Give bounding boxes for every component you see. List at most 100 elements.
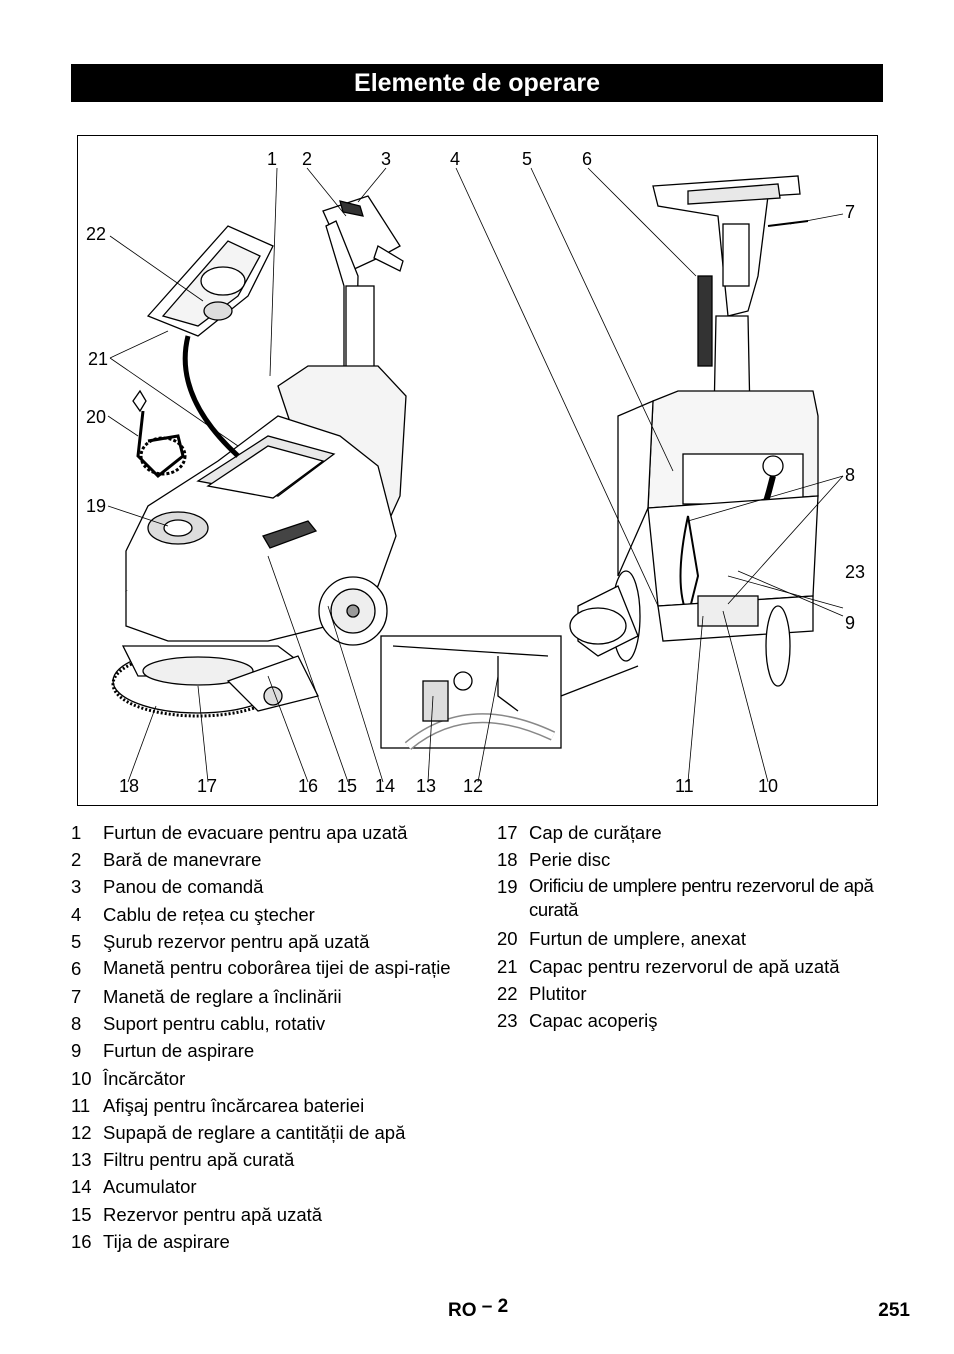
legend-num: 21 [497,955,518,977]
legend-text: Supapă de reglare a cantității de apă [103,1122,406,1144]
machine-illustration: 1 2 3 4 5 6 7 8 9 10 11 12 13 14 15 16 1… [77,135,878,806]
legend-num: 23 [497,1010,518,1032]
legend-item: 20 Furtun de umplere, anexat [497,925,887,952]
legend-item: 8 Suport pentru cablu, rotativ [71,1010,461,1037]
legend-text: Furtun de evacuare pentru apa uzată [103,822,408,843]
legend-text: Afişaj pentru încărcarea bateriei [103,1094,365,1116]
callout-11: 11 [675,776,694,796]
legend-num: 6 [71,958,82,980]
callout-10: 10 [758,776,779,796]
legend-text: Rezervor pentru apă uzată [103,1203,323,1225]
legend-text: Bară de manevrare [103,849,262,871]
footer-language-code: RO – 2 [448,1296,508,1322]
legend-num: 4 [71,903,82,925]
legend-text: Capac pentru rezervorul de apă uzată [529,955,840,977]
footer-code-text: RO [448,1300,477,1321]
legend-num: 12 [71,1122,92,1144]
legend-text: Perie disc [529,849,611,871]
callout-17: 17 [197,776,218,796]
legend-text: Şurub rezervor pentru apă uzată [103,930,370,952]
legend-left-column: 1 Furtun de evacuare pentru apa uzată 2 Ba… [71,819,461,1255]
callout-9: 9 [845,613,856,633]
page-number: 251 [878,1300,910,1321]
callout-7: 7 [845,202,856,222]
callout-18: 18 [119,776,140,796]
legend-item: 11 Afişaj pentru încărcarea bateriei [71,1092,461,1119]
legend-right-column: 17 Cap de curățare 18 Perie disc 19 Orifici… [497,819,887,1034]
legend-text: Acumulator [103,1176,197,1198]
callout-leader-lines [107,167,844,783]
section-title: Elemente de operare [71,64,883,102]
callout-15: 15 [337,776,358,796]
legend-num: 2 [71,849,82,871]
legend-num: 11 [71,1094,91,1116]
inset-detail-drawing [380,635,639,750]
legend-text: Manetă pentru coborârea tijei de aspi-ra… [103,957,451,979]
legend-text: Plutitor [529,982,587,1004]
legend-num: 16 [71,1230,92,1252]
legend-num: 18 [497,849,518,871]
legend-item: 5 Şurub rezervor pentru apă uzată [71,928,461,955]
callout-16: 16 [298,776,319,796]
right-machine-drawing [569,175,819,687]
callout-19: 19 [86,496,107,516]
legend-text: Furtun de umplere, anexat [529,928,746,950]
legend-num: 20 [497,928,518,950]
legend-num: 9 [71,1040,82,1062]
callout-6: 6 [582,149,593,169]
legend-num: 15 [71,1203,92,1225]
legend-item: 16 Tija de aspirare [71,1228,461,1255]
legend-text: Orificiu de umplere pentru rezervorul de… [529,875,874,921]
legend-text: Cablu de rețea cu ştecher [103,903,315,925]
callout-22: 22 [86,224,107,244]
callout-13: 13 [416,776,437,796]
callout-4: 4 [450,149,461,169]
legend-num: 19 [497,876,518,898]
legend-item: 18 Perie disc [497,846,887,873]
legend-num: 10 [71,1067,92,1089]
callout-1: 1 [267,149,278,169]
callout-23: 23 [845,562,866,582]
legend-text: Manetă de reglare a înclinării [103,986,342,1008]
callout-12: 12 [463,776,484,796]
legend-item: 2 Bară de manevrare [71,846,461,873]
legend-item: 23 Capac acoperiş [497,1007,887,1034]
callout-3: 3 [381,149,392,169]
legend-num: 14 [71,1176,92,1198]
legend-item: 4 Cablu de rețea cu ştecher [71,901,461,928]
legend-item: 17 Cap de curățare [497,819,887,846]
section-title-text: Elemente de operare [354,68,600,97]
machine-drawing [107,167,844,783]
left-machine-drawing [111,195,407,718]
legend-num: 17 [497,822,518,843]
callout-5: 5 [522,149,533,169]
callout-2: 2 [302,149,313,169]
legend-item: 19 Orificiu de umplere pentru rezervorul … [497,873,887,925]
legend-item: 6 Manetă pentru coborârea tijei de aspi-r… [71,955,461,983]
legend-num: 5 [71,930,82,952]
legend-text: Capac acoperiş [529,1010,658,1032]
legend-text: Filtru pentru apă curată [103,1149,295,1171]
legend-num: 1 [71,822,82,843]
legend-num: 8 [71,1013,82,1035]
legend-item: 22 Plutitor [497,980,887,1007]
legend-text: Panou de comandă [103,876,264,898]
legend-item: 10 Încărcător [71,1065,461,1092]
legend-num: 13 [71,1149,92,1171]
legend-item: 1 Furtun de evacuare pentru apa uzată [71,819,461,846]
legend-text: Suport pentru cablu, rotativ [103,1013,326,1035]
legend-item: 7 Manetă de reglare a înclinării [71,983,461,1010]
legend-item: 14 Acumulator [71,1173,461,1200]
callout-21: 21 [88,349,109,369]
legend-num: 22 [497,982,518,1004]
legend-text: Încărcător [103,1067,186,1089]
legend-item: 21 Capac pentru rezervorul de apă uzată [497,953,887,980]
callout-14: 14 [375,776,396,796]
callout-20: 20 [86,407,107,427]
legend-text: Cap de curățare [529,822,662,843]
legend-text: Furtun de aspirare [103,1040,255,1062]
legend-item: 12 Supapă de reglare a cantității de apă [71,1119,461,1146]
legend-num: 7 [71,986,82,1008]
legend-text: Tija de aspirare [103,1230,230,1252]
